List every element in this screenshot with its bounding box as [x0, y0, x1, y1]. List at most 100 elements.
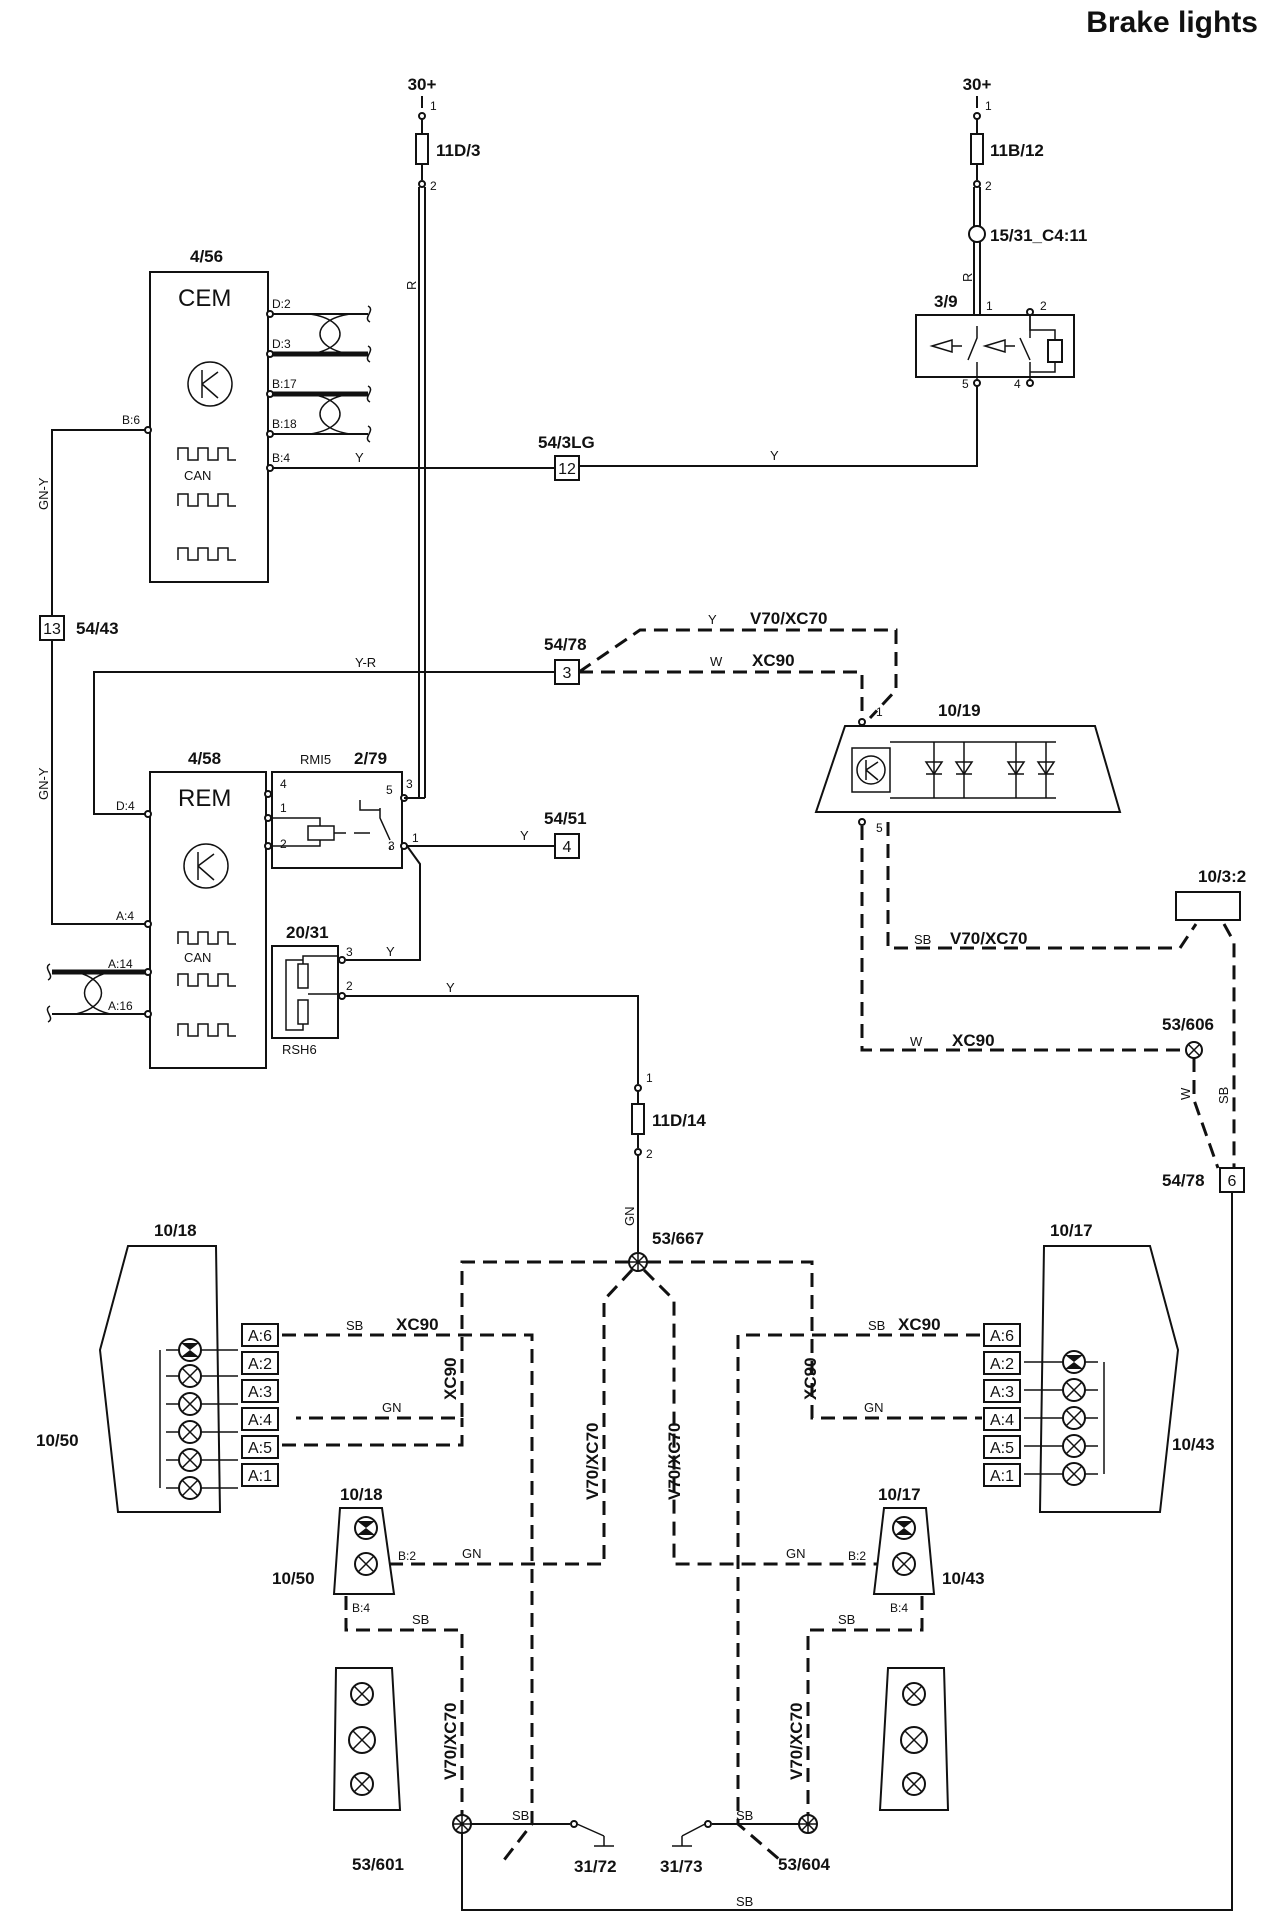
rem-pulse-icon-2	[177, 973, 236, 987]
rem-pulse-icon-1	[177, 931, 236, 945]
conn-54-3lg-label: 54/3LG	[538, 433, 595, 452]
relay-pin1: 1	[280, 801, 287, 815]
conn-54-78-num: 3	[563, 665, 572, 682]
fuse-11b12-terminal	[973, 112, 981, 120]
variant-v70-right-ground: V70/XC70	[787, 1703, 806, 1781]
conn-54-43-num: 13	[43, 621, 61, 638]
left-small-body-label: 10/50	[272, 1569, 315, 1588]
fuse-11d3-pin1: 1	[430, 99, 437, 113]
fuse-11d3-label: 11D/3	[436, 141, 480, 160]
variant-xc90-right-cluster: XC90	[898, 1315, 941, 1334]
wire-gn-main: GN	[622, 1207, 637, 1227]
left-small-b4: B:4	[352, 1601, 370, 1615]
wire-y-fuse: Y	[446, 980, 455, 995]
conn-10-3-2-label: 10/3:2	[1198, 867, 1246, 886]
fuse-11b12-pin1: 1	[985, 99, 992, 113]
conn-54-43-label: 54/43	[76, 619, 119, 638]
right-small-lamp	[872, 1507, 936, 1595]
variant-xc90-left-cluster: XC90	[396, 1315, 439, 1334]
resistor-20-31-label: 20/31	[286, 923, 329, 942]
rem-can-label: CAN	[184, 950, 211, 965]
variant-v70-left: V70/XC70	[583, 1423, 602, 1501]
splice-53-606-label: 53/606	[1162, 1015, 1214, 1034]
rem-pulse-icon-3	[177, 1023, 236, 1037]
right-body-label: 10/43	[1172, 1435, 1215, 1454]
conn-54-3lg-num: 12	[558, 461, 576, 478]
rem-pin-a4: A:4	[116, 909, 134, 923]
svg-text:A:2: A:2	[990, 1356, 1014, 1373]
conn-10-3-2	[1175, 891, 1241, 921]
diagram-title: Brake lights	[1086, 6, 1258, 39]
wire-sb-v70: SB	[914, 932, 931, 947]
rem-module	[149, 771, 267, 1069]
wire-gn-v70-left: GN	[462, 1546, 482, 1561]
fuse-11d14-pin2: 2	[646, 1147, 653, 1161]
wire-y-switch: Y	[770, 448, 779, 463]
rem-pin-a14: A:14	[108, 957, 133, 971]
cem-pulse-icon-3	[177, 547, 236, 561]
right-small-b4: B:4	[890, 1601, 908, 1615]
right-lamp-pins: A:6 A:2 A:3 A:4 A:5 A:1	[983, 1323, 1021, 1487]
fuse-11b12-terminal-2	[973, 180, 981, 188]
wire-sb-right-cluster: SB	[868, 1318, 885, 1333]
variant-v70-left-ground: V70/XC70	[441, 1703, 460, 1781]
right-small-b2: B:2	[848, 1549, 866, 1563]
hmsl-label: 10/19	[938, 701, 981, 720]
left-body-label: 10/50	[36, 1431, 79, 1450]
hmsl-driver	[851, 747, 891, 793]
svg-text:A:6: A:6	[248, 1328, 272, 1345]
wire-gn-xc90-left: GN	[382, 1400, 402, 1415]
variant-v70-ground: V70/XC70	[950, 929, 1028, 948]
hmsl-pin5: 5	[876, 821, 883, 835]
resistor-pin3: 3	[346, 945, 353, 959]
conn-54-51-label: 54/51	[544, 809, 587, 828]
variant-v70-top: V70/XC70	[750, 609, 828, 628]
conn-54-78-b-num: 6	[1228, 1173, 1237, 1190]
right-cluster-label: 10/17	[1050, 1221, 1093, 1240]
wire-w-606: W	[1178, 1087, 1193, 1100]
left-lamp-bulbs	[178, 1338, 202, 1500]
wire-y-v70: Y	[708, 612, 717, 627]
wire-gny-upper: GN-Y	[36, 477, 51, 510]
conn-54-78-b-label: 54/78	[1162, 1171, 1205, 1190]
left-small-b2: B:2	[398, 1549, 416, 1563]
svg-text:A:5: A:5	[248, 1440, 272, 1457]
conn-54-3lg	[554, 455, 580, 481]
splice-15-31-label: 15/31_C4:11	[990, 226, 1087, 245]
rem-pin-d4: D:4	[116, 799, 135, 813]
cem-transistor-icon	[187, 361, 233, 407]
fuse-11d14	[631, 1103, 645, 1135]
wire-gn-xc90-right: GN	[864, 1400, 884, 1415]
right-tail-lamp	[1038, 1245, 1180, 1513]
fuse-11b12-label: 11B/12	[990, 141, 1044, 160]
rem-pin-a16: A:16	[108, 999, 133, 1013]
cem-pulse-icon-2	[177, 493, 236, 507]
switch-pin1: 1	[986, 299, 993, 313]
relay-pin3-top: 3	[406, 777, 413, 791]
right-lamp-bulbs	[1062, 1350, 1086, 1486]
variant-xc90-ground: XC90	[952, 1031, 995, 1050]
cem-pulse-icon-1	[177, 447, 236, 461]
wire-yr: Y-R	[355, 655, 376, 670]
wire-gn-v70-right: GN	[786, 1546, 806, 1561]
right-small-body-label: 10/43	[942, 1569, 985, 1588]
relay-pin4: 4	[280, 777, 287, 791]
fuse-11d3-terminal-2	[418, 180, 426, 188]
switch-pin5: 5	[962, 377, 969, 391]
relay-pin5: 5	[386, 783, 393, 797]
left-lamp-pins: A:6 A:2 A:3 A:4 A:5 A:1	[241, 1323, 279, 1487]
conn-54-51	[554, 833, 580, 859]
splice-53-604-label: 53/604	[778, 1855, 831, 1874]
fuse-11d14-terminal	[634, 1084, 642, 1092]
fuse-11b12	[970, 133, 984, 165]
cem-id: 4/56	[190, 247, 223, 266]
conn-54-51-num: 4	[563, 839, 572, 856]
wire-gny-lower: GN-Y	[36, 767, 51, 800]
wire-r-right: R	[960, 273, 975, 282]
wire-w-xc90-top: W	[710, 654, 723, 669]
cem-pin-b4: B:4	[272, 451, 290, 465]
svg-text:A:4: A:4	[248, 1412, 272, 1429]
wire-w-xc90-ground: W	[910, 1034, 923, 1049]
right-small-label: 10/17	[878, 1485, 921, 1504]
variant-xc90-right: XC90	[801, 1357, 820, 1400]
